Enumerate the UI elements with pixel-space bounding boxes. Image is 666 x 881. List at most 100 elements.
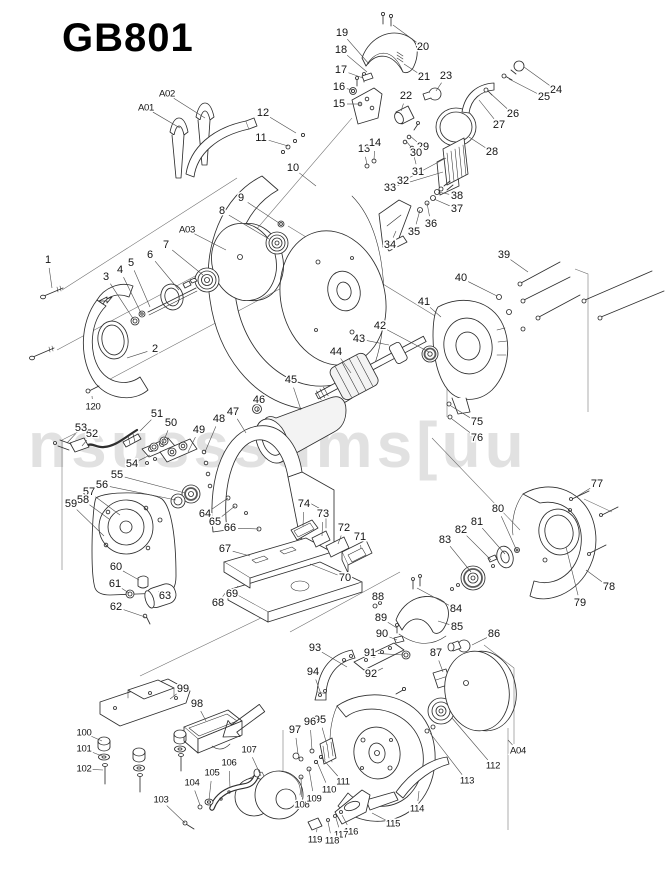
leader-line-106 xyxy=(229,770,231,789)
part-label-16: 16 xyxy=(333,81,345,93)
leader-line-13 xyxy=(365,156,368,166)
grinding-wheel-a04 xyxy=(444,650,517,732)
part-label-81: 81 xyxy=(471,516,483,528)
part-labels: A01A02A03A041234567891011121314151617181… xyxy=(43,26,616,849)
part-label-A01: A01 xyxy=(138,103,154,114)
leader-line-22 xyxy=(400,103,404,112)
part-label-29: 29 xyxy=(417,141,429,153)
part-label-15: 15 xyxy=(333,98,345,110)
part-label-78: 78 xyxy=(603,581,615,593)
part-label-43: 43 xyxy=(353,333,365,345)
part-label-1: 1 xyxy=(45,254,51,266)
leader-line-39 xyxy=(510,259,529,273)
leader-line-68 xyxy=(222,591,227,597)
leader-line-52 xyxy=(81,439,88,447)
leader-line-79 xyxy=(565,546,579,596)
part-label-117: 117 xyxy=(334,830,348,841)
leader-line-19 xyxy=(347,38,370,65)
clamp-knob-86 xyxy=(447,639,471,653)
part-label-96: 96 xyxy=(304,716,316,728)
part-label-25: 25 xyxy=(538,91,550,103)
leader-line-81 xyxy=(482,527,506,555)
leader-line-40 xyxy=(468,281,498,297)
part-label-48: 48 xyxy=(213,413,225,425)
wheel-flange-inner xyxy=(130,267,220,326)
leader-line-73 xyxy=(321,521,323,537)
leader-line-48 xyxy=(204,426,217,453)
leader-line-41 xyxy=(429,307,442,318)
wheel-flange-outer xyxy=(265,220,289,255)
part-label-108: 108 xyxy=(295,800,310,811)
part-label-97: 97 xyxy=(289,724,301,736)
part-label-110: 110 xyxy=(322,785,336,796)
leader-line-31 xyxy=(411,147,417,165)
leader-line-A02 xyxy=(173,98,206,119)
part-label-44: 44 xyxy=(330,346,342,358)
part-label-102: 102 xyxy=(77,764,92,775)
leader-line-30 xyxy=(405,140,412,148)
part-label-3: 3 xyxy=(103,271,109,283)
construction-lines xyxy=(56,117,613,830)
part-label-2: 2 xyxy=(152,343,158,355)
part-label-6: 6 xyxy=(147,249,153,261)
part-label-88: 88 xyxy=(372,591,384,603)
leader-line-32 xyxy=(409,157,447,178)
leader-line-116 xyxy=(341,814,348,826)
leader-line-A03 xyxy=(193,233,227,251)
part-label-67: 67 xyxy=(219,543,231,555)
leader-line-45 xyxy=(293,387,302,411)
right-flange-bearing xyxy=(450,545,520,591)
leader-line-64 xyxy=(211,497,229,510)
leader-line-A01 xyxy=(152,111,181,129)
leader-line-101 xyxy=(91,751,103,757)
leader-line-119 xyxy=(316,828,318,833)
leader-line-67 xyxy=(232,550,251,557)
part-label-109: 109 xyxy=(307,794,322,805)
part-label-31: 31 xyxy=(412,166,424,178)
leader-line-38 xyxy=(437,191,450,195)
leader-line-75 xyxy=(450,405,471,419)
mount-bolts-left xyxy=(29,285,100,394)
leader-line-102 xyxy=(91,769,104,771)
leader-line-11 xyxy=(268,139,289,147)
leader-line-59 xyxy=(76,509,105,537)
part-label-89: 89 xyxy=(375,612,387,624)
leader-line-69 xyxy=(236,585,239,588)
part-label-105: 105 xyxy=(205,768,220,779)
part-label-114: 114 xyxy=(410,804,424,815)
lamp-arm-assembly xyxy=(394,60,525,147)
part-label-4: 4 xyxy=(117,264,123,276)
part-label-55: 55 xyxy=(111,469,123,481)
part-label-11: 11 xyxy=(255,132,266,144)
rubber-feet xyxy=(97,729,195,830)
part-label-69: 69 xyxy=(226,588,238,600)
part-label-65: 65 xyxy=(209,516,221,528)
part-label-46: 46 xyxy=(253,394,265,406)
part-label-100: 100 xyxy=(77,728,92,739)
leader-line-20 xyxy=(392,24,417,43)
part-label-90: 90 xyxy=(376,628,388,640)
part-label-28: 28 xyxy=(486,146,498,158)
eye-shield-top xyxy=(361,11,418,74)
part-label-83: 83 xyxy=(439,534,451,546)
leader-line-112 xyxy=(451,717,489,761)
part-label-76: 76 xyxy=(471,432,483,444)
part-label-9: 9 xyxy=(238,192,244,204)
part-label-119: 119 xyxy=(308,835,322,846)
part-label-112: 112 xyxy=(486,761,500,772)
part-label-115: 115 xyxy=(386,819,400,830)
part-label-41: 41 xyxy=(418,296,430,308)
leader-line-4 xyxy=(123,277,142,314)
part-label-49: 49 xyxy=(193,424,205,436)
page-title: GB801 xyxy=(62,16,194,60)
spark-guard-right xyxy=(314,649,356,701)
part-label-106: 106 xyxy=(222,758,237,769)
leader-line-33 xyxy=(397,171,444,186)
ball-bearing-42 xyxy=(421,345,439,363)
leader-line-16 xyxy=(346,88,354,91)
part-label-94: 94 xyxy=(307,666,319,678)
leader-line-114 xyxy=(417,790,420,802)
leader-line-80 xyxy=(501,516,517,550)
part-label-18: 18 xyxy=(335,44,347,56)
eye-shield-right xyxy=(395,574,449,644)
